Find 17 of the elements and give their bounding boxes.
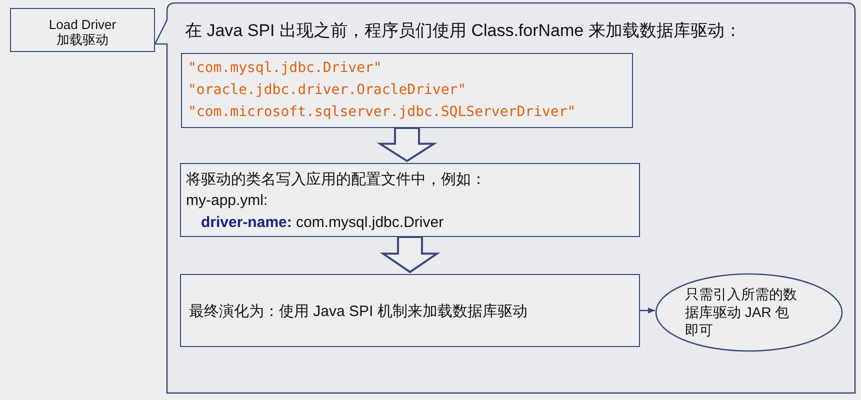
block-arrow — [380, 236, 440, 274]
config-box — [180, 163, 640, 237]
code-line: "oracle.jdbc.driver.OracleDriver" — [188, 82, 466, 98]
label-box — [10, 8, 155, 52]
config-line: my-app.yml: — [186, 192, 268, 209]
code-box — [181, 53, 633, 128]
code-line: "com.mysql.jdbc.Driver" — [188, 60, 382, 76]
note-text: 只需引入所需的数据库驱动 JAR 包即可 — [685, 285, 797, 339]
arrow — [640, 308, 655, 314]
config-line: driver-name: com.mysql.jdbc.Driver — [201, 214, 444, 231]
process-box — [180, 274, 640, 347]
box-label: Load Driver 加载驱动 — [48, 17, 118, 47]
block-arrow — [376, 127, 438, 162]
code-line: "com.microsoft.sqlserver.jdbc.SQLServerDriver" — [188, 104, 576, 120]
heading-text: 在 Java SPI 出现之前，程序员们使用 Class.forName 来加载数据库驱动： — [185, 20, 742, 42]
process-text: 最终演化为：使用 Java SPI 机制来加载数据库驱动 — [189, 302, 528, 321]
description-text: 将驱动的类名写入应用的配置文件中，例如： — [186, 170, 486, 189]
